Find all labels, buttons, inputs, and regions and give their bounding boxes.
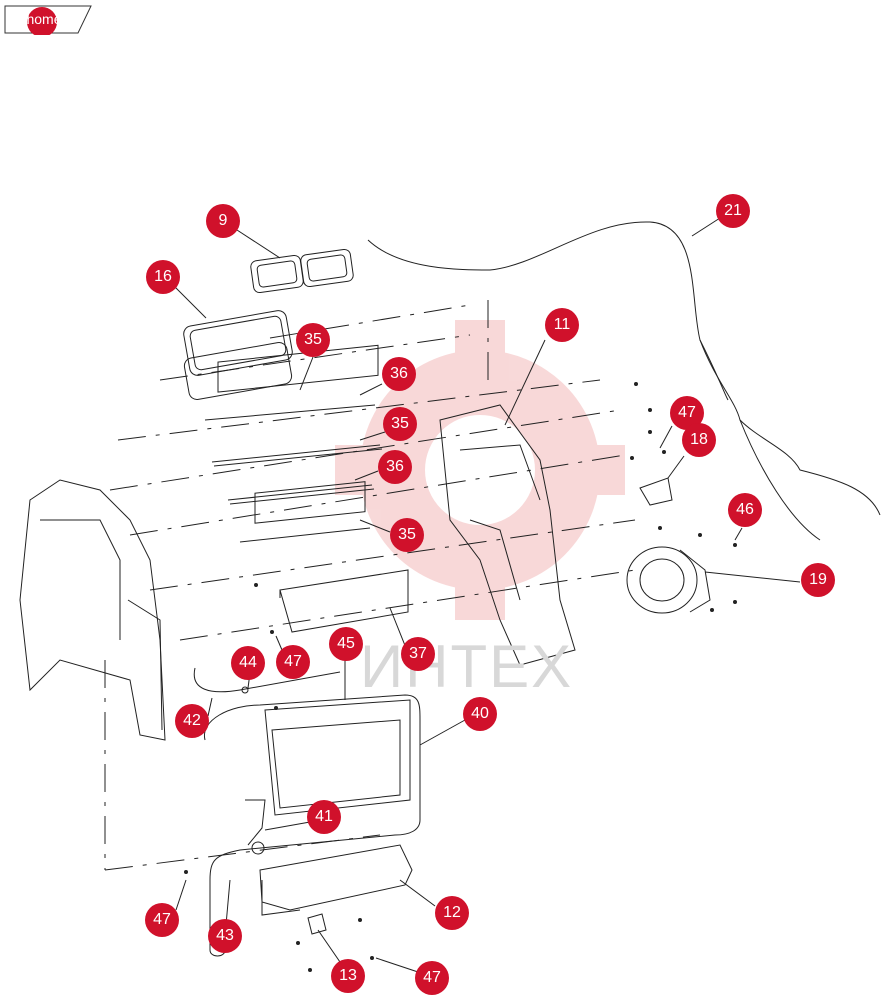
callout-37[interactable]: 37 — [401, 637, 435, 671]
callout-19[interactable]: 19 — [801, 563, 835, 597]
callout-9[interactable]: 9 — [206, 204, 240, 238]
callout-47[interactable]: 47 — [276, 645, 310, 679]
callout-41[interactable]: 41 — [307, 800, 341, 834]
callout-11[interactable]: 11 — [545, 308, 579, 342]
callout-18[interactable]: 18 — [682, 423, 716, 457]
callout-35[interactable]: 35 — [383, 407, 417, 441]
callout-36[interactable]: 36 — [378, 450, 412, 484]
callout-13[interactable]: 13 — [331, 959, 365, 993]
callout-47[interactable]: 47 — [415, 961, 449, 995]
callout-12[interactable]: 12 — [435, 896, 469, 930]
callout-40[interactable]: 40 — [463, 697, 497, 731]
callout-46[interactable]: 46 — [728, 493, 762, 527]
callout-36[interactable]: 36 — [382, 357, 416, 391]
callout-43[interactable]: 43 — [208, 919, 242, 953]
callout-45[interactable]: 45 — [329, 627, 363, 661]
callout-21[interactable]: 21 — [716, 194, 750, 228]
callout-35[interactable]: 35 — [390, 518, 424, 552]
home-button[interactable]: home — [4, 5, 92, 35]
home-button-shape — [4, 5, 92, 35]
callout-16[interactable]: 16 — [146, 260, 180, 294]
callout-42[interactable]: 42 — [175, 704, 209, 738]
watermark-text: ИНТЕХ — [360, 633, 574, 700]
callout-44[interactable]: 44 — [231, 646, 265, 680]
callout-35[interactable]: 35 — [296, 323, 330, 357]
callout-47[interactable]: 47 — [145, 903, 179, 937]
home-label: home — [26, 11, 62, 27]
